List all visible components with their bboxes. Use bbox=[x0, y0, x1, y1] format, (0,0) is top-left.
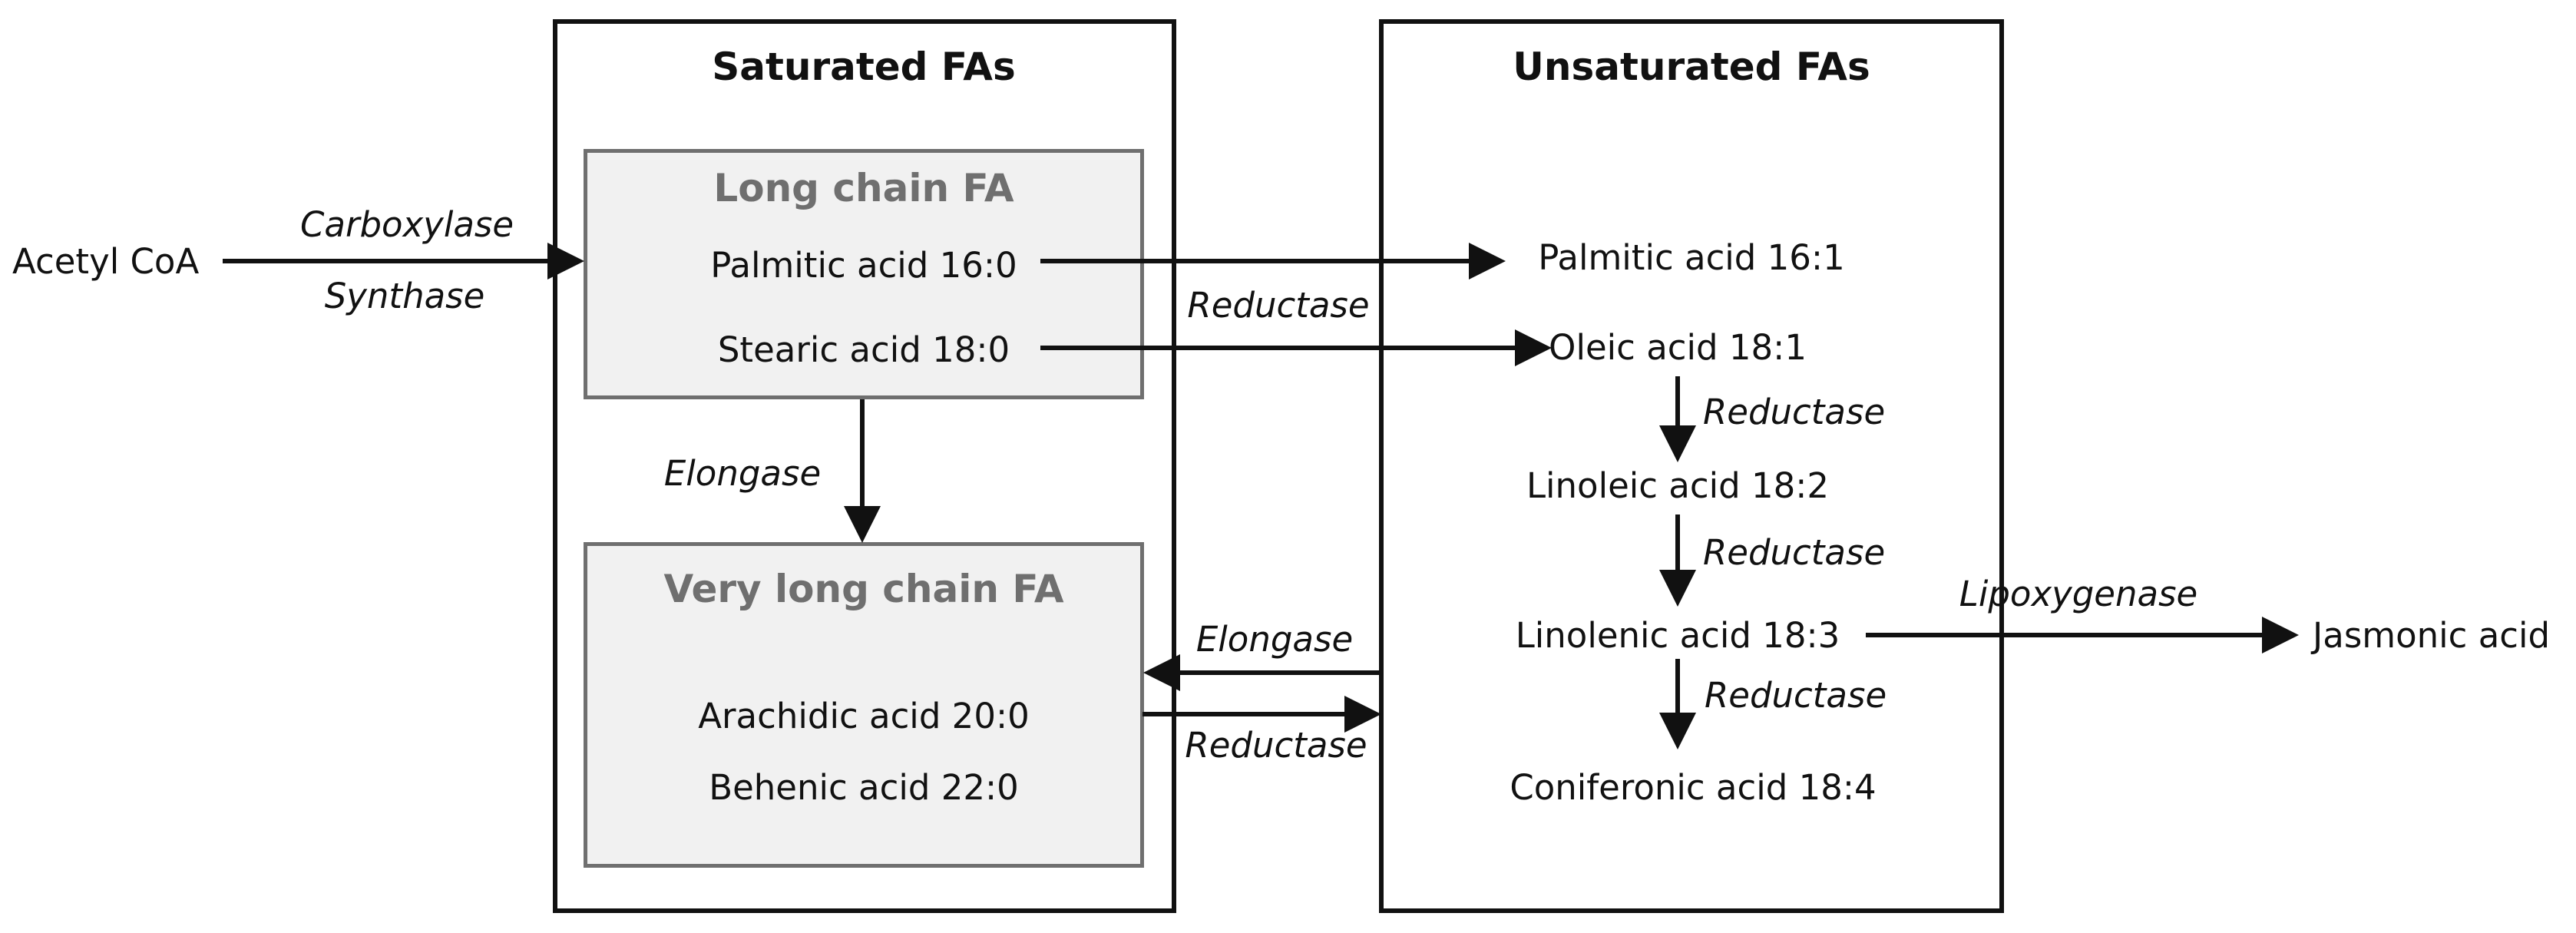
reductase-oleic-label: Reductase bbox=[1703, 392, 1886, 432]
reductase-forward-label: Reductase bbox=[1185, 725, 1367, 766]
palmitic-16-1-label: Palmitic acid 16:1 bbox=[1538, 237, 1845, 278]
reductase-linolenic-label: Reductase bbox=[1705, 675, 1887, 716]
unsaturated-fas-box bbox=[1379, 19, 2004, 913]
stearic-18-0-label: Stearic acid 18:0 bbox=[717, 329, 1010, 370]
palmitic-16-0-label: Palmitic acid 16:0 bbox=[710, 245, 1017, 286]
very-long-chain-fa-box bbox=[584, 542, 1144, 868]
long-chain-fa-box bbox=[584, 149, 1144, 399]
synthase-label: Synthase bbox=[324, 276, 485, 316]
linolenic-18-3-label: Linolenic acid 18:3 bbox=[1515, 615, 1840, 656]
coniferonic-18-4-label: Coniferonic acid 18:4 bbox=[1510, 767, 1877, 808]
lipoxygenase-label: Lipoxygenase bbox=[1959, 574, 2198, 614]
carboxylase-label: Carboxylase bbox=[299, 204, 514, 245]
very-long-chain-fa-title: Very long chain FA bbox=[663, 567, 1064, 611]
oleic-18-1-label: Oleic acid 18:1 bbox=[1549, 327, 1807, 368]
saturated-fas-title: Saturated FAs bbox=[712, 45, 1016, 89]
elongase-back-label: Elongase bbox=[1195, 619, 1354, 660]
jasmonic-acid-label: Jasmonic acid bbox=[2313, 615, 2551, 656]
reductase-palmitic-label: Reductase bbox=[1187, 285, 1370, 326]
long-chain-fa-title: Long chain FA bbox=[713, 166, 1014, 210]
elongase-vertical-label: Elongase bbox=[663, 453, 822, 494]
acetyl-coa-label: Acetyl CoA bbox=[12, 241, 200, 282]
arachidic-20-0-label: Arachidic acid 20:0 bbox=[698, 696, 1030, 736]
linoleic-18-2-label: Linoleic acid 18:2 bbox=[1526, 465, 1830, 506]
reductase-linoleic-label: Reductase bbox=[1703, 532, 1886, 573]
unsaturated-fas-title: Unsaturated FAs bbox=[1513, 45, 1870, 89]
behenic-22-0-label: Behenic acid 22:0 bbox=[709, 767, 1019, 808]
